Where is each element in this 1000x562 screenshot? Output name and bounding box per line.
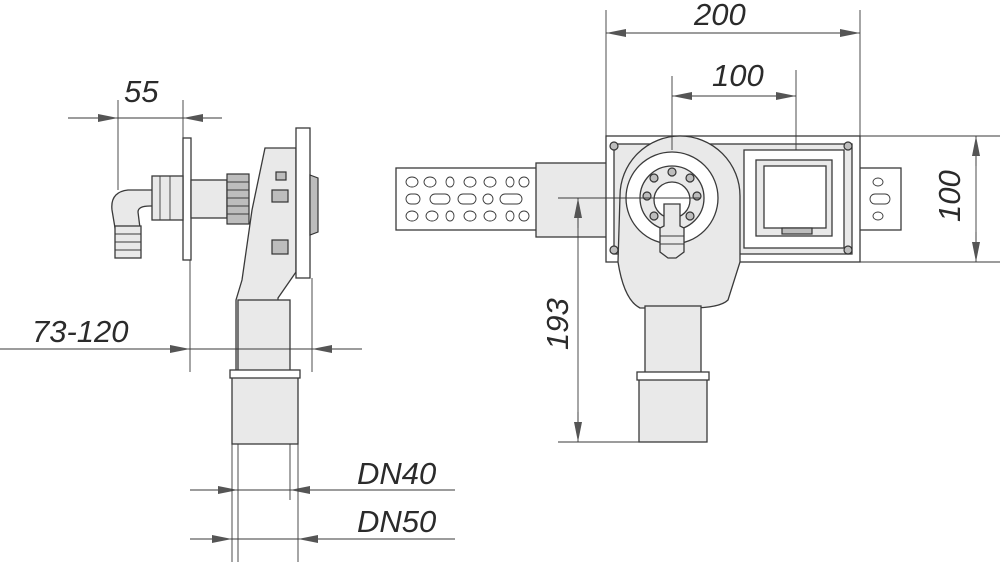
front-hose-nozzle <box>659 203 685 259</box>
dim-200-label: 200 <box>693 0 746 32</box>
dim-55-label: 55 <box>124 74 159 109</box>
dim-dn50-label: DN50 <box>357 504 436 539</box>
rear-pipe <box>535 162 609 238</box>
rail-holes <box>405 176 891 222</box>
side-view: 55 73-120 DN40 DN50 <box>0 74 455 562</box>
dim-193-label: 193 <box>540 298 575 350</box>
hose-elbow <box>111 189 156 229</box>
side-outlet-sleeve <box>231 373 299 445</box>
side-drain-pipe <box>237 299 291 377</box>
side-flange-left <box>182 137 192 261</box>
thread-pipe <box>190 179 228 219</box>
dim-100-v-label: 100 <box>932 170 967 222</box>
knurled-nut <box>226 173 250 225</box>
dim-100-h-label: 100 <box>712 58 764 93</box>
connector-sleeve <box>151 175 184 221</box>
side-flange-right <box>295 127 311 279</box>
front-outlet-sleeve <box>638 375 708 443</box>
dim-dn40-label: DN40 <box>357 456 436 491</box>
front-drain-pipe <box>644 305 702 379</box>
front-view: 200 100 100 193 <box>395 0 1000 443</box>
dim-73-120-label: 73-120 <box>32 314 129 349</box>
